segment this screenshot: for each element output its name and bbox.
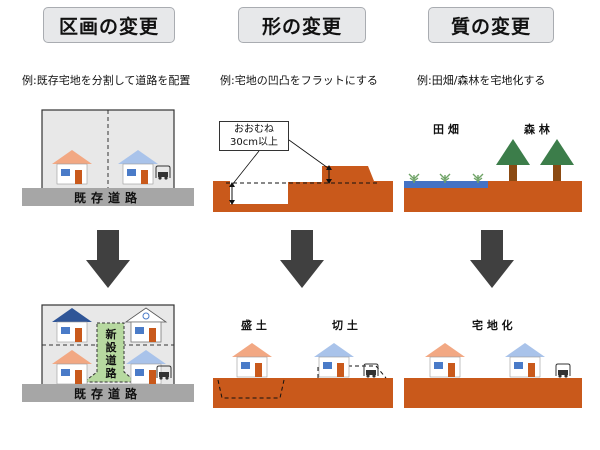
header-shape-change: 形の変更 <box>238 7 366 43</box>
example-quality-change: 例:田畑/森林を宅地化する <box>417 74 546 87</box>
down-arrow-icon <box>86 230 130 288</box>
road-bar <box>22 384 194 402</box>
height-note: おおむね 30cm以上 <box>219 121 289 151</box>
house-icon <box>504 342 546 378</box>
label-field: 田 畑 <box>433 123 459 136</box>
residential-ground <box>404 378 582 408</box>
paddy-water <box>404 181 488 188</box>
example-shape-change: 例:宅地の凹凸をフラットにする <box>220 74 378 87</box>
new-road-label: 新設道路 <box>105 328 117 380</box>
uneven-ground <box>213 166 393 212</box>
house-icon <box>231 342 273 378</box>
tree-icon <box>496 139 530 181</box>
road-bar <box>22 188 194 206</box>
example-lot-change: 例:既存宅地を分割して道路を配置 <box>22 74 191 87</box>
down-arrow-icon <box>280 230 324 288</box>
lot-before <box>41 109 175 193</box>
down-arrow-icon <box>470 230 514 288</box>
flat-ground <box>213 378 393 408</box>
road-label: 既存道路 <box>73 190 142 205</box>
label-fill: 盛 土 <box>241 319 267 332</box>
label-cut: 切 土 <box>332 319 358 332</box>
house-icon <box>313 342 355 378</box>
road-label: 既存道路 <box>73 386 142 401</box>
label-residential: 宅 地 化 <box>472 319 513 332</box>
car-icon <box>555 363 571 379</box>
header-quality-change: 質の変更 <box>428 7 554 43</box>
label-forest: 森 林 <box>524 123 550 136</box>
house-icon <box>424 342 466 378</box>
tree-icon <box>540 139 574 181</box>
lot-after <box>41 304 175 388</box>
header-lot-change: 区画の変更 <box>43 7 175 43</box>
